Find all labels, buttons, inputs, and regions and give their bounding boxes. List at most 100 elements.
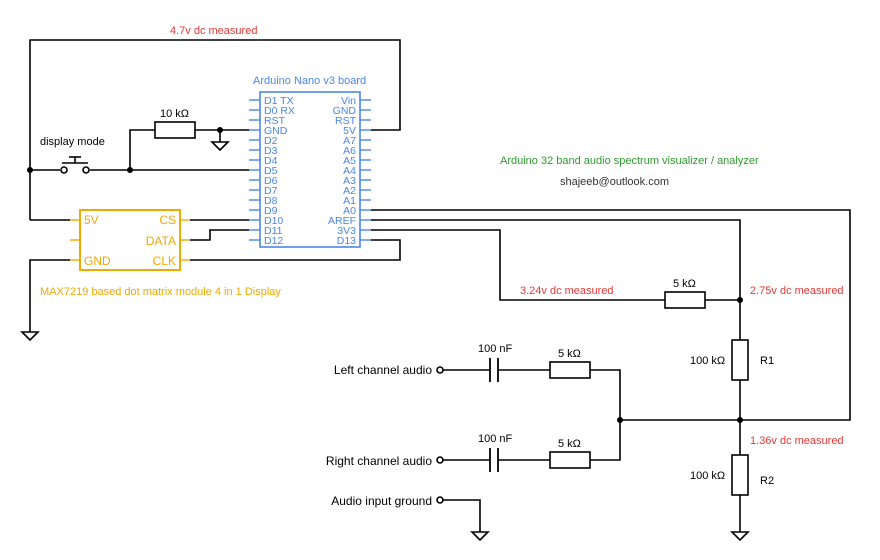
arduino-right-pin-label: A6 [343, 145, 356, 157]
resistor-10k [154, 121, 196, 139]
junction-dot [217, 127, 223, 133]
left-channel-label: Left channel audio [334, 363, 432, 377]
r2-value-label: 100 kΩ [690, 470, 725, 482]
wire-display-gnd [29, 259, 70, 332]
arduino-left-pin-label: D2 [264, 135, 278, 147]
wire-audio-gnd [443, 499, 481, 532]
arduino-left-pin-label: D11 [264, 225, 283, 237]
project-email: shajeeb@outlook.com [560, 176, 669, 188]
arduino-nano [249, 91, 371, 248]
resistor-r1 [731, 339, 749, 381]
wire-data-d11 [190, 229, 249, 241]
ground-icon [210, 141, 230, 152]
ground-input-terminal [436, 496, 444, 504]
capacitors [489, 358, 499, 472]
junction-dot [617, 417, 623, 423]
wire-5v-loop [29, 39, 401, 220]
right-resistor-label: 5 kΩ [558, 438, 581, 450]
measurement-aref: 2.75v dc measured [750, 285, 844, 297]
arduino-body [259, 91, 361, 248]
measurement-bias: 1.36v dc measured [750, 435, 844, 447]
resistor-right-5k [549, 451, 591, 469]
r1-name-label: R1 [760, 355, 774, 367]
arduino-left-pin-label: D3 [264, 145, 278, 157]
left-resistor-label: 5 kΩ [558, 348, 581, 360]
wire-a0 [371, 209, 851, 421]
wire-clk-d13 [190, 239, 401, 261]
button-contact-right [82, 166, 90, 174]
wire-sum [590, 369, 621, 461]
wire-pullup-left [129, 129, 155, 170]
right-input-terminal [436, 456, 444, 464]
right-channel-label: Right channel audio [326, 454, 432, 468]
arduino-right-pin-label: 5V [343, 125, 356, 137]
button-contact-left [60, 166, 68, 174]
arduino-left-pin-label: D10 [264, 215, 283, 227]
measurement-vin: 4.7v dc measured [170, 25, 257, 37]
arduino-right-pin-label: A2 [343, 185, 356, 197]
display-caption: MAX7219 based dot matrix module 4 in 1 D… [40, 286, 281, 298]
ground-icon [730, 531, 750, 542]
arduino-right-pin-label: Vin [341, 95, 356, 107]
arduino-right-pin-label: A1 [343, 195, 356, 207]
junction-dot [737, 297, 743, 303]
arduino-right-pin-label: D13 [337, 235, 356, 247]
arduino-right-pin-label: A5 [343, 155, 356, 167]
arduino-right-pin-label: A0 [343, 205, 356, 217]
audio-terminals [436, 366, 444, 504]
left-capacitor-label: 100 nF [478, 343, 513, 355]
resistors [154, 121, 749, 496]
arduino-left-pin-label: D8 [264, 195, 278, 207]
junction-dot [737, 417, 743, 423]
audio-ground-label: Audio input ground [331, 494, 432, 508]
display-pin-cs: CS [159, 213, 176, 227]
display-pin-5v: 5V [84, 213, 99, 227]
arduino-left-pin-label: D1 TX [264, 95, 294, 107]
resistor-r2 [731, 454, 749, 496]
pullup-resistor-label: 10 kΩ [160, 108, 189, 120]
max7219-display [70, 209, 190, 271]
arduino-left-pin-label: D9 [264, 205, 278, 217]
arduino-left-pin-label: RST [264, 115, 286, 127]
left-input-terminal [436, 366, 444, 374]
arduino-left-pin-label: D5 [264, 165, 278, 177]
ground-symbols [20, 141, 750, 542]
arduino-left-pin-label: D6 [264, 175, 278, 187]
arduino-right-pin-label: AREF [328, 215, 356, 227]
project-title: Arduino 32 band audio spectrum visualize… [500, 155, 759, 167]
junction-dot [27, 167, 33, 173]
arduino-right-pin-label: A3 [343, 175, 356, 187]
arduino-right-pin-label: RST [335, 115, 357, 127]
arduino-right-pin-label: A7 [343, 135, 356, 147]
arduino-left-pin-label: D0 RX [264, 105, 295, 117]
resistor-divider-5k [664, 291, 706, 309]
divider-resistor-label: 5 kΩ [673, 278, 696, 290]
ground-icon [470, 531, 490, 542]
junction-dot [127, 167, 133, 173]
display-pin-data: DATA [146, 234, 176, 248]
measurement-3v3: 3.24v dc measured [520, 285, 614, 297]
r2-name-label: R2 [760, 475, 774, 487]
right-capacitor-label: 100 nF [478, 433, 513, 445]
arduino-right-pin-label: 3V3 [337, 225, 356, 237]
arduino-left-pin-label: GND [264, 125, 288, 137]
arduino-left-pin-label: D12 [264, 235, 283, 247]
display-pin-clk: CLK [153, 254, 176, 268]
display-pin-gnd: GND [84, 254, 111, 268]
arduino-right-pin-label: A4 [343, 165, 356, 177]
display-body [79, 209, 181, 271]
junctions [27, 127, 743, 423]
resistor-left-5k [549, 361, 591, 379]
arduino-left-pin-label: D4 [264, 155, 278, 167]
wire-3v3 [371, 229, 665, 301]
arduino-right-pin-label: GND [333, 105, 357, 117]
arduino-pin-stubs [249, 99, 371, 241]
button-label: display mode [40, 136, 105, 148]
ground-icon [20, 331, 40, 342]
r1-value-label: 100 kΩ [690, 355, 725, 367]
arduino-left-pin-label: D7 [264, 185, 278, 197]
arduino-title: Arduino Nano v3 board [253, 75, 366, 87]
